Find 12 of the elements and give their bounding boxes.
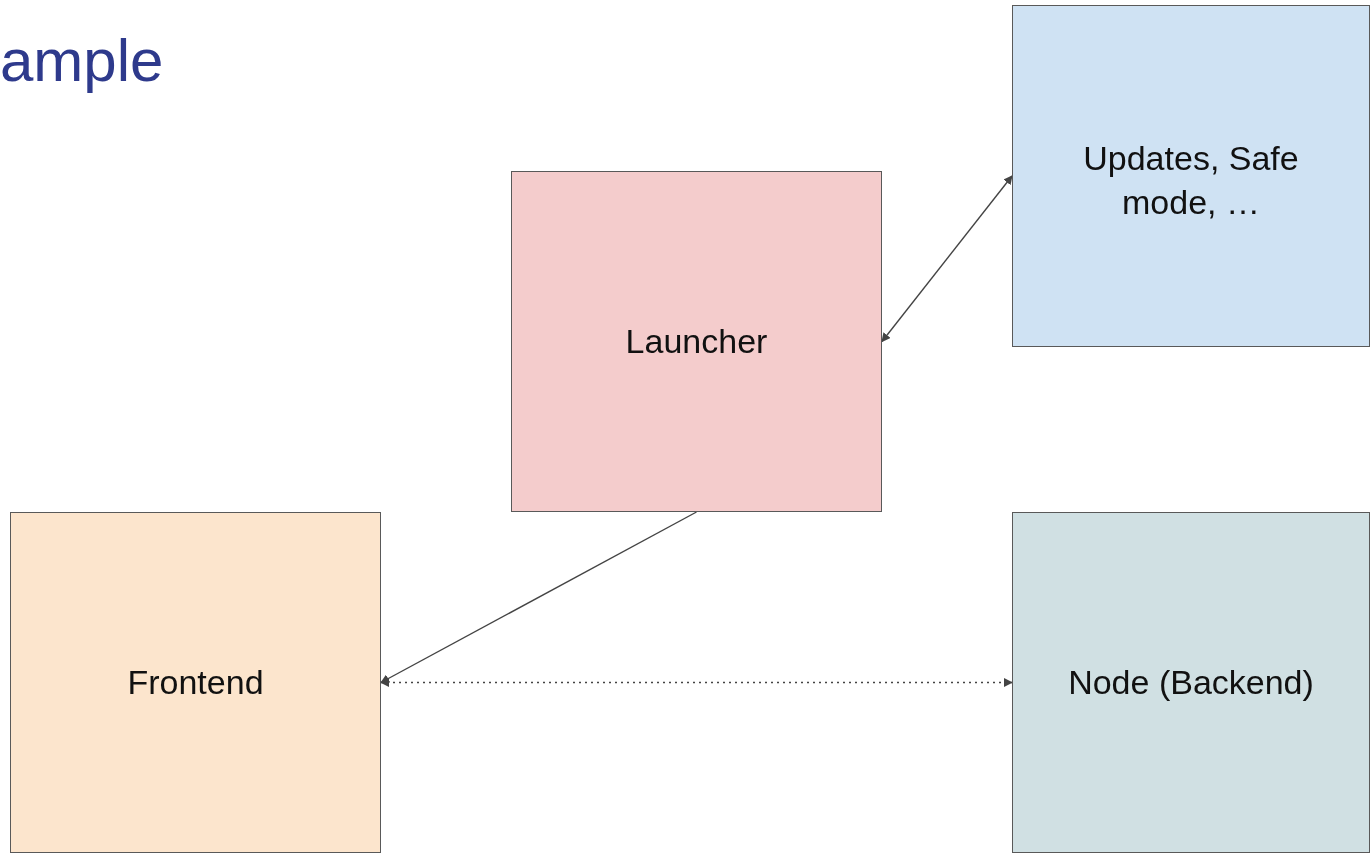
process-box (1012, 512, 1370, 853)
box-label: Launcher (625, 321, 768, 363)
arrow (380, 511, 698, 684)
title: ample (0, 28, 164, 94)
process-box (10, 512, 381, 853)
box-label: Node (Backend) (1068, 662, 1314, 704)
process-box (511, 171, 882, 512)
box-label: Updates, Safe mode, … (1082, 138, 1300, 224)
arrow (881, 175, 1013, 343)
process-box (1012, 5, 1370, 347)
box-label: Frontend (127, 662, 264, 704)
arrow (380, 678, 1013, 687)
